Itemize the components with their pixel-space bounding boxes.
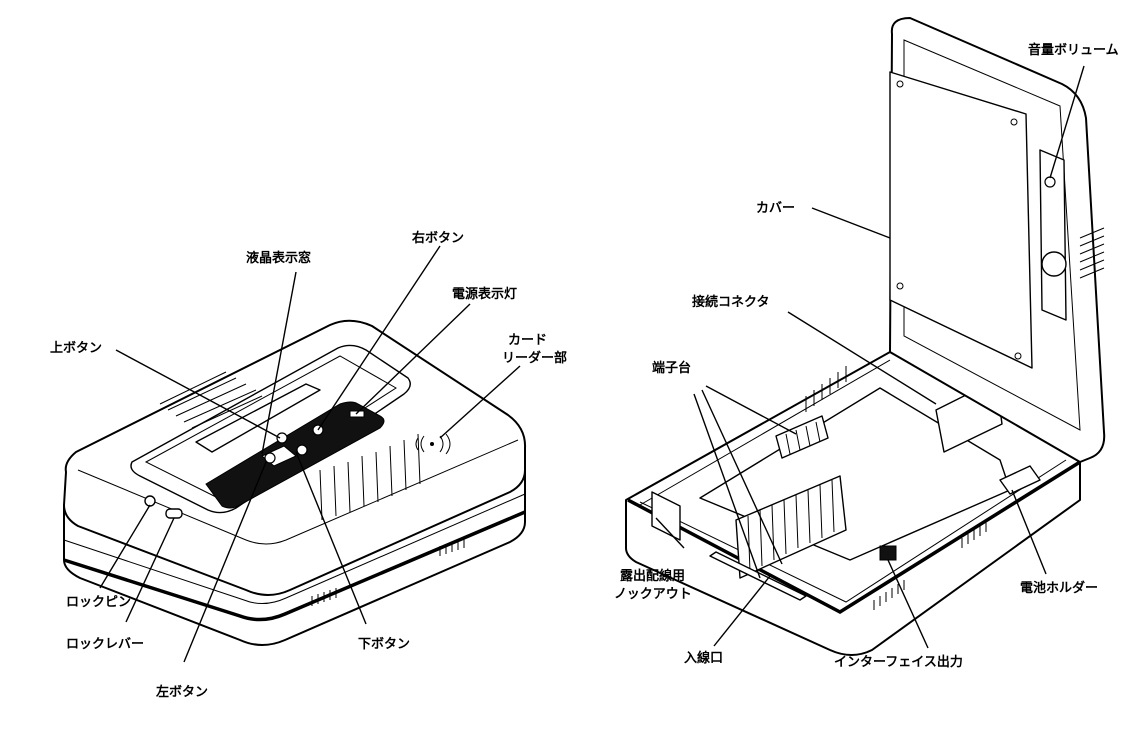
label-up-button: 上ボタン <box>50 340 102 356</box>
label-power-lamp: 電源表示灯 <box>452 286 517 302</box>
terminal-blocks <box>735 415 847 579</box>
speaker <box>1041 251 1067 277</box>
entry-port <box>709 551 807 601</box>
labels: 液晶表示窓 右ボタン 電源表示灯 上ボタン カード リーダー部 ロックピン ロッ… <box>50 42 1119 700</box>
label-lock-lever: ロックレバー <box>66 637 144 652</box>
lock-lever <box>165 508 183 519</box>
label-card-reader-2: リーダー部 <box>502 350 567 366</box>
label-battery-holder: 電池ホルダー <box>1020 580 1098 596</box>
lcd-window <box>195 383 321 453</box>
interface-output-port <box>879 545 897 561</box>
lock-pin <box>144 495 156 507</box>
leader-lines-right <box>655 65 1085 649</box>
label-down-button: 下ボタン <box>358 636 410 652</box>
knockout <box>651 491 681 541</box>
base-vents <box>805 366 987 610</box>
tray-rim <box>627 460 1081 615</box>
label-left-button: 左ボタン <box>156 684 208 700</box>
device-parting-line <box>63 510 526 622</box>
cover-inner-panel <box>889 71 1033 369</box>
label-connector: 接続コネクタ <box>692 294 769 310</box>
label-entry-port: 入線口 <box>684 650 723 666</box>
open-device <box>625 17 1106 656</box>
side-vents <box>311 538 465 606</box>
label-lcd-window: 液晶表示窓 <box>246 250 311 266</box>
left-button-dot <box>264 452 276 464</box>
volume-knob <box>1044 176 1056 188</box>
label-cover: カバー <box>756 201 795 216</box>
front-vents <box>319 433 421 521</box>
display-panel-bezel <box>130 344 411 514</box>
label-knockout-1: 露出配線用 <box>620 568 685 584</box>
top-vents <box>159 371 263 429</box>
label-terminal-block: 端子台 <box>652 360 691 376</box>
label-lock-pin: ロックピン <box>66 595 131 610</box>
label-interface-output: インターフェイス出力 <box>834 654 963 670</box>
card-reader-icon <box>415 433 451 455</box>
cover-vents <box>1079 227 1105 279</box>
label-volume: 音量ボリューム <box>1028 42 1119 58</box>
battery-holder <box>999 465 1041 495</box>
label-knockout-2: ノックアウト <box>614 587 692 602</box>
label-right-button: 右ボタン <box>411 230 464 246</box>
closed-device <box>63 319 527 646</box>
down-button-dot <box>296 444 308 456</box>
leader-lines-left <box>99 245 521 663</box>
up-button-dot <box>276 432 288 444</box>
label-card-reader-1: カード <box>508 333 547 348</box>
volume-area <box>1039 149 1067 321</box>
